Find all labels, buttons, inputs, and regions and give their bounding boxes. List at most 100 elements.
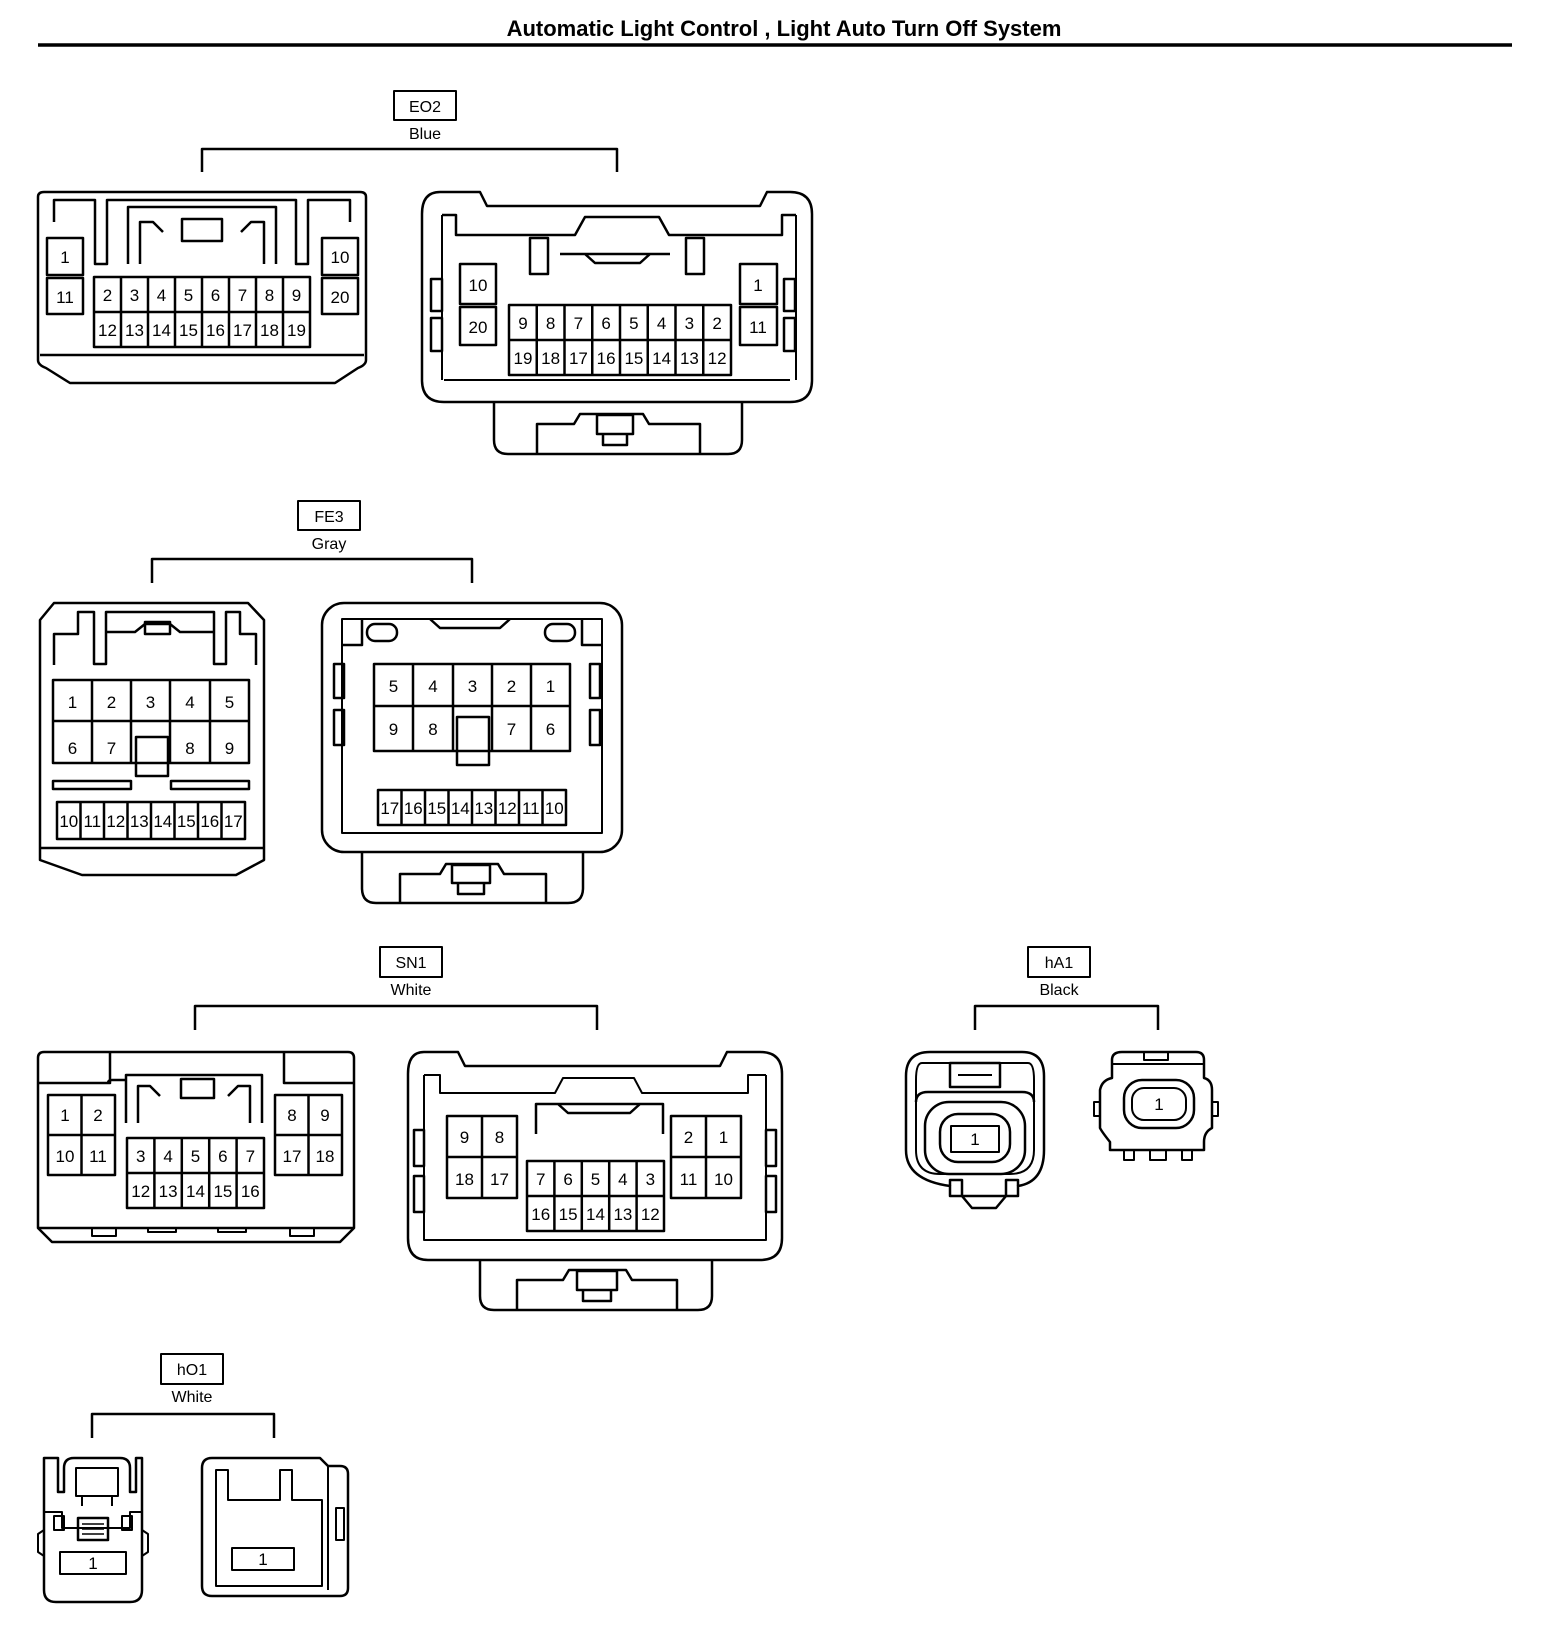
pin-label: 7 — [238, 286, 247, 305]
pin-label: 2 — [684, 1128, 693, 1147]
connector-fe3-male-pins: 5 4 3 2 1 9 8 7 6 17 16 15 14 13 12 11 1… — [380, 677, 563, 818]
pin-label: 1 — [60, 248, 69, 267]
pin-label: 6 — [218, 1147, 227, 1166]
connector-fe3-male — [320, 601, 624, 905]
pin-label: 11 — [680, 1170, 698, 1189]
pin-label: 10 — [714, 1170, 733, 1189]
pin-label: 10 — [545, 799, 564, 818]
connector-sn1-male-pins: 9 8 18 17 7 6 5 4 3 16 15 14 13 12 2 1 1… — [455, 1128, 733, 1224]
pin-label: 2 — [507, 677, 516, 696]
pin-label: 17 — [569, 349, 588, 368]
pair-bracket — [150, 557, 474, 583]
pin-label: 5 — [591, 1170, 600, 1189]
pin-label: 8 — [265, 286, 274, 305]
pin-label: 3 — [146, 693, 155, 712]
connector-label-fe3: FE3 Gray — [150, 500, 474, 583]
pin-label: 15 — [213, 1182, 232, 1201]
pin-label: 9 — [460, 1128, 469, 1147]
pin-label: 5 — [184, 286, 193, 305]
pin-label: 13 — [130, 812, 149, 831]
pin-label: 1 — [60, 1106, 69, 1125]
pin-label: 5 — [225, 693, 234, 712]
pin-label: 3 — [468, 677, 477, 696]
connector-label-sn1: SN1 White — [193, 946, 599, 1030]
pin-label: 11 — [522, 799, 540, 818]
pin-label: 9 — [292, 286, 301, 305]
connector-code: SN1 — [395, 955, 426, 972]
pin-label: 1 — [68, 693, 77, 712]
connector-ho1-male — [200, 1456, 350, 1598]
connector-code: hA1 — [1045, 955, 1074, 972]
pin-label: 4 — [185, 693, 194, 712]
pin-label: 12 — [98, 321, 117, 340]
pin-label: 16 — [404, 799, 423, 818]
connector-code: FE3 — [314, 509, 343, 526]
pin-label: 9 — [518, 314, 527, 333]
pin-label: 7 — [536, 1170, 545, 1189]
pin-label: 4 — [163, 1147, 172, 1166]
pin-label: 16 — [597, 349, 616, 368]
connector-ha1-female — [904, 1050, 1046, 1210]
pin-label: 4 — [657, 314, 666, 333]
pin-label: 14 — [186, 1182, 205, 1201]
connector-eo2-male — [420, 190, 814, 456]
pin-label: 5 — [389, 677, 398, 696]
pin-label: 7 — [574, 314, 583, 333]
pair-bracket — [200, 147, 619, 172]
pin-label: 1 — [546, 677, 555, 696]
connector-ho1: hO1 White 1 1 — [37, 1353, 350, 1604]
connector-ho1-female — [37, 1456, 149, 1604]
pin-label: 1 — [1154, 1095, 1163, 1114]
pin-label: 11 — [83, 812, 101, 831]
pin-label: 16 — [241, 1182, 260, 1201]
pin-label: 17 — [224, 812, 243, 831]
pin-label: 14 — [652, 349, 671, 368]
connector-color: Black — [1039, 982, 1079, 999]
pin-label: 11 — [56, 288, 74, 307]
pin-label: 11 — [749, 318, 767, 337]
connector-ha1: hA1 Black 1 1 — [904, 946, 1219, 1210]
pin-label: 15 — [624, 349, 643, 368]
connector-sn1: SN1 White 1 2 10 11 3 4 — [36, 946, 784, 1312]
pin-label: 2 — [107, 693, 116, 712]
pin-label: 20 — [469, 318, 488, 337]
connector-eo2: EO2 Blue 1 11 10 20 2 3 4 5 6 7 — [36, 90, 814, 456]
pin-label: 18 — [541, 349, 560, 368]
pin-label: 19 — [514, 349, 533, 368]
pin-label: 4 — [618, 1170, 627, 1189]
pin-label: 1 — [258, 1550, 267, 1569]
pin-label: 1 — [753, 276, 762, 295]
pin-label: 8 — [546, 314, 555, 333]
pin-label: 6 — [563, 1170, 572, 1189]
connector-color: White — [172, 1389, 213, 1406]
pin-label: 17 — [233, 321, 252, 340]
pin-label: 12 — [498, 799, 517, 818]
pin-label: 8 — [287, 1106, 296, 1125]
pin-label: 12 — [708, 349, 727, 368]
pin-label: 10 — [56, 1147, 75, 1166]
pin-label: 17 — [380, 799, 399, 818]
pin-label: 18 — [260, 321, 279, 340]
pin-label: 11 — [89, 1147, 107, 1166]
pin-label: 13 — [613, 1205, 632, 1224]
pin-label: 17 — [283, 1147, 302, 1166]
pin-label: 15 — [179, 321, 198, 340]
connector-code: hO1 — [177, 1362, 207, 1379]
connector-eo2-female — [36, 190, 368, 385]
pair-bracket — [193, 1004, 599, 1030]
pin-label: 14 — [152, 321, 171, 340]
pin-label: 16 — [200, 812, 219, 831]
pin-label: 7 — [107, 739, 116, 758]
pin-label: 2 — [103, 286, 112, 305]
pin-label: 12 — [131, 1182, 150, 1201]
pin-label: 10 — [331, 248, 350, 267]
pin-label: 14 — [451, 799, 470, 818]
page-title: Automatic Light Control , Light Auto Tur… — [506, 16, 1062, 41]
pin-label: 12 — [106, 812, 125, 831]
connector-sn1-female — [36, 1050, 356, 1244]
pin-label: 3 — [136, 1147, 145, 1166]
pin-label: 14 — [586, 1205, 605, 1224]
pin-label: 4 — [428, 677, 437, 696]
pin-label: 9 — [320, 1106, 329, 1125]
